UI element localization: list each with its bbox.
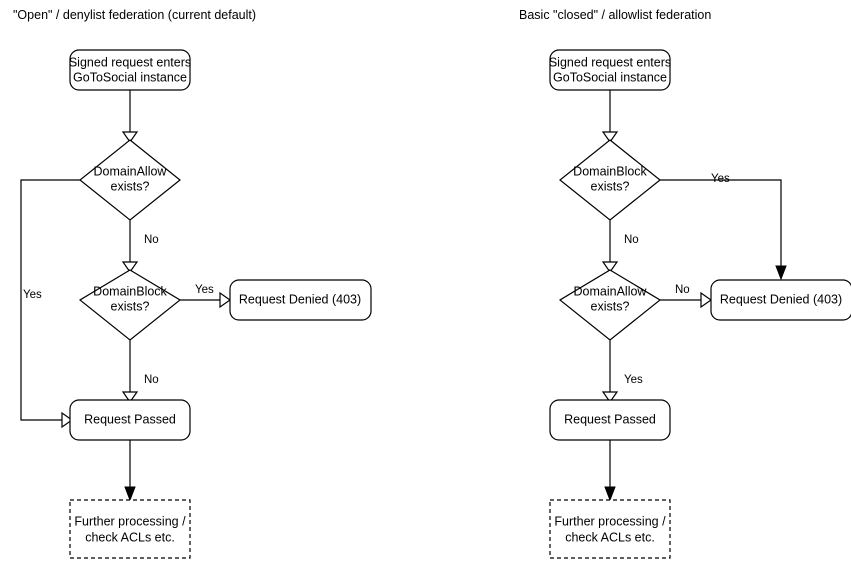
further-label-line1-left: Further processing /	[74, 514, 186, 528]
denied-box-right[interactable]	[710, 279, 851, 321]
edge-entry-to-decision1-left	[121, 90, 139, 144]
edge-decision1-no-right: No	[601, 220, 639, 274]
node-request-passed-left[interactable]: Request Passed	[69, 399, 191, 441]
edge-passed-to-further-right	[604, 440, 616, 502]
entry-label-line1-right: Signed request enters	[549, 55, 671, 69]
node-request-denied-left[interactable]: Request Denied (403)	[229, 279, 372, 321]
node-further-processing-left: Further processing / check ACLs etc.	[69, 499, 191, 559]
further-box-right	[549, 499, 671, 559]
decision1-label-line2-right: exists?	[591, 179, 630, 193]
edge-label-decision1-yes-right: Yes	[711, 173, 730, 185]
node-entry-right[interactable]: Signed request enters GoToSocial instanc…	[549, 49, 671, 91]
edge-passed-to-further-left	[124, 440, 136, 502]
node-further-processing-right: Further processing / check ACLs etc.	[549, 499, 671, 559]
decision2-label-line1-left: DomainBlock	[93, 284, 167, 298]
node-decision-domainblock-right[interactable]: DomainBlock exists?	[559, 139, 661, 221]
node-entry-left[interactable]: Signed request enters GoToSocial instanc…	[69, 49, 191, 91]
edge-decision1-yes-right: Yes	[660, 173, 787, 281]
node-decision-domainallow-right[interactable]: DomainAllow exists?	[558, 269, 662, 341]
further-label-line2-right: check ACLs etc.	[565, 530, 655, 544]
node-request-denied-right[interactable]: Request Denied (403)	[710, 279, 851, 321]
entry-label-line2-right: GoToSocial instance	[553, 70, 667, 84]
edge-label-decision1-no-right: No	[624, 234, 639, 246]
entry-label-line1-left: Signed request enters	[69, 55, 191, 69]
edge-label-decision2-yes-left: Yes	[195, 284, 214, 296]
edge-entry-to-decision1-right	[601, 90, 619, 144]
edge-label-decision1-no-left: No	[144, 234, 159, 246]
decision1-label-line1-left: DomainAllow	[94, 164, 168, 178]
edge-label-decision2-no-left: No	[144, 374, 159, 386]
edge-decision2-no-right: No	[660, 284, 713, 309]
decision2-label-line2-left: exists?	[111, 299, 150, 313]
further-label-line1-right: Further processing /	[554, 514, 666, 528]
diagram-title-right: Basic "closed" / allowlist federation	[519, 8, 711, 22]
edge-decision2-yes-left: Yes	[180, 284, 232, 309]
edge-label-decision2-yes-right: Yes	[624, 374, 643, 386]
edge-decision2-yes-right: Yes	[601, 340, 643, 404]
diagram-title-left: "Open" / denylist federation (current de…	[13, 8, 256, 22]
decision1-label-line1-right: DomainBlock	[573, 164, 647, 178]
denied-box-left[interactable]	[229, 279, 372, 321]
node-request-passed-right[interactable]: Request Passed	[549, 399, 671, 441]
further-box-left	[69, 499, 191, 559]
entry-label-line2-left: GoToSocial instance	[73, 70, 187, 84]
denied-label-right: Request Denied (403)	[720, 292, 842, 306]
decision1-label-line2-left: exists?	[111, 179, 150, 193]
node-decision-domainblock-left[interactable]: DomainBlock exists?	[78, 269, 182, 341]
edge-decision2-no-left: No	[121, 340, 159, 404]
node-decision-domainallow-left[interactable]: DomainAllow exists?	[79, 139, 181, 221]
further-label-line2-left: check ACLs etc.	[85, 530, 175, 544]
edge-label-decision2-no-right: No	[675, 284, 690, 296]
diagram-open-denylist: "Open" / denylist federation (current de…	[13, 8, 372, 559]
passed-label-left: Request Passed	[84, 412, 176, 426]
decision2-label-line2-right: exists?	[591, 299, 630, 313]
diagram-closed-allowlist: Basic "closed" / allowlist federation Si…	[519, 8, 851, 559]
edge-decision1-no-left: No	[121, 220, 159, 274]
denied-label-left: Request Denied (403)	[239, 292, 361, 306]
edge-label-decision1-yes-left: Yes	[23, 289, 42, 301]
edge-decision1-yes-left: Yes	[20, 179, 80, 429]
passed-label-right: Request Passed	[564, 412, 656, 426]
decision2-label-line1-right: DomainAllow	[574, 284, 648, 298]
